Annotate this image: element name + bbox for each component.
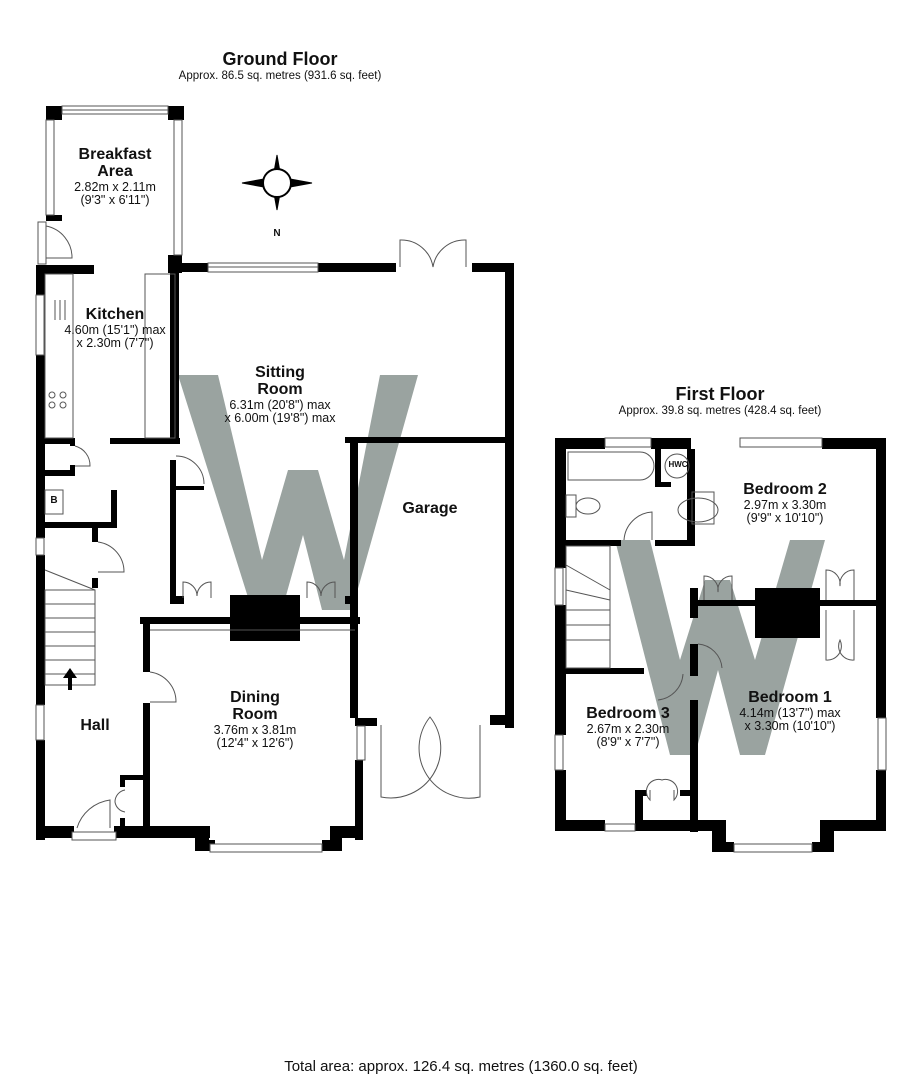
room-label-bedroom-2: Bedroom 2 2.97m x 3.30m (9'9" x 10'10") (743, 481, 827, 525)
ground-floor-title: Ground Floor (222, 49, 338, 69)
ground-floor-header: Ground Floor Approx. 86.5 sq. metres (93… (160, 50, 400, 82)
compass-north-label: N (273, 228, 281, 239)
total-area: Total area: approx. 126.4 sq. metres (13… (284, 1058, 638, 1075)
room-label-dining-room: Dining Room 3.76m x 3.81m (12'4" x 12'6"… (213, 689, 297, 750)
first-floor-title: First Floor (675, 384, 765, 404)
first-floor-area: Approx. 39.8 sq. metres (428.4 sq. feet) (618, 404, 822, 417)
room-label-bedroom-1: Bedroom 1 4.14m (13'7") max x 3.30m (10'… (739, 689, 841, 733)
watermark-logo-first (615, 540, 825, 755)
first-floor-header: First Floor Approx. 39.8 sq. metres (428… (600, 385, 840, 417)
room-label-kitchen: Kitchen 4.60m (15'1") max x 2.30m (7'7") (64, 306, 166, 350)
ground-floor-area: Approx. 86.5 sq. metres (931.6 sq. feet) (178, 69, 382, 82)
room-label-sitting-room: Sitting Room 6.31m (20'8") max x 6.00m (… (224, 364, 336, 425)
room-label-hall: Hall (80, 717, 110, 734)
ground-floor-fixtures (35, 105, 481, 853)
ground-floor-walls (36, 106, 514, 851)
boiler-label: B (50, 495, 58, 506)
room-label-breakfast-area: Breakfast Area 2.82m x 2.11m (9'3" x 6'1… (74, 146, 156, 207)
room-label-garage: Garage (402, 500, 458, 517)
room-label-bedroom-3: Bedroom 3 2.67m x 2.30m (8'9" x 7'7") (586, 705, 670, 749)
first-floor-walls (555, 438, 886, 852)
hwc-label: HWC (668, 460, 688, 469)
compass-rose-icon (241, 154, 313, 211)
first-floor-fixtures (554, 437, 887, 853)
stairs-up-arrow-icon (63, 668, 77, 690)
